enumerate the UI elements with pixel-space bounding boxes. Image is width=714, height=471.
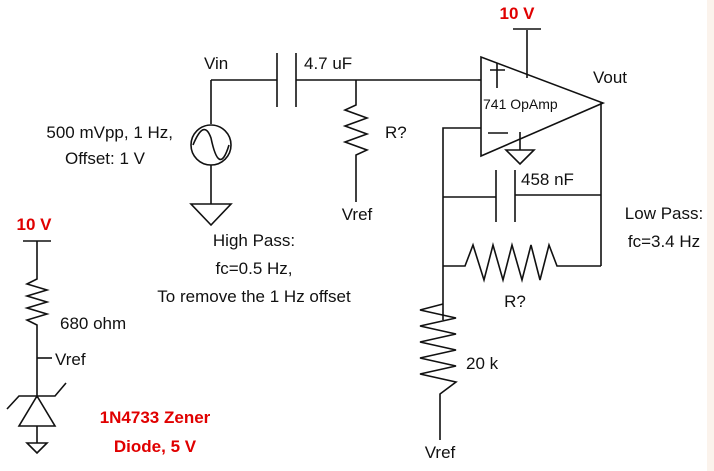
label-vref-input: Vref [342,205,373,224]
label-supply-opamp: 10 V [500,4,536,23]
label-vout: Vout [593,68,627,87]
resistor-ground [419,303,458,440]
sine-wave-icon [192,128,230,161]
label-zener-line1: 1N4733 Zener [100,408,211,427]
label-source-line1: 500 mVpp, 1 Hz, [46,123,173,142]
label-res-input: R? [385,123,407,142]
opamp-741 [478,28,606,166]
label-lowpass-line1: Low Pass: [625,204,703,223]
resistor-zigzag-680 [24,241,50,398]
zener-reference [6,240,67,455]
label-zener-line2: Diode, 5 V [114,437,197,456]
ground-icon [189,203,233,227]
label-vin: Vin [204,54,228,73]
label-cap-input: 4.7 uF [304,54,352,73]
opamp-triangle [480,55,606,158]
zener-diode-icon [17,394,57,427]
label-highpass-line3: To remove the 1 Hz offset [157,287,351,306]
label-lowpass-line2: fc=3.4 Hz [628,232,700,251]
label-highpass-line2: fc=0.5 Hz, [215,259,292,278]
label-supply-zener: 10 V [17,215,53,234]
resistor-zigzag-feedback [443,241,601,284]
resistor-zigzag-input [342,80,370,202]
label-res-feedback: R? [504,292,526,311]
label-vref-ground: Vref [425,443,456,462]
label-source-line2: Offset: 1 V [65,149,146,168]
ac-source-icon [190,124,232,166]
label-highpass-line1: High Pass: [213,231,295,250]
label-cap-feedback: 458 nF [521,170,574,189]
label-opamp: 741 OpAmp [483,96,558,112]
label-res-zener: 680 ohm [60,314,126,333]
resistor-zigzag-20k [419,303,458,440]
resistor-input [342,80,370,202]
plus-sign-icon [490,63,505,88]
label-vref-zener: Vref [55,350,86,369]
ground-icon [25,442,49,455]
feedback-network [442,102,603,320]
label-res-ground: 20 k [466,354,499,373]
ground-icon [504,149,536,166]
wire-vout [600,102,603,266]
input-source [189,79,277,227]
page-edge [707,0,714,471]
capacitor-input [276,53,478,107]
wire-minus-node [442,127,481,320]
